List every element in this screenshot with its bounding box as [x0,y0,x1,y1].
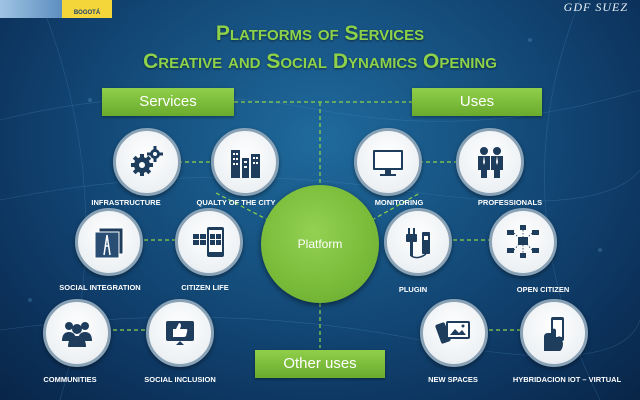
infrastructure-label: INFRASTRUCTURE [91,198,161,207]
monitoring-node [354,128,422,196]
quality-city-node [211,128,279,196]
title-line-1: Platforms of Services [215,22,425,45]
monitoring-label: MONITORING [374,198,424,207]
business-people-icon [478,147,503,178]
mobile-devices-icon [435,321,470,344]
plugin-node [384,208,452,276]
monitor-icon [373,150,403,176]
infrastructure-node [113,128,181,196]
gears-icon [131,146,163,176]
professionals-node [456,128,524,196]
new-spaces-node [420,299,488,367]
gdf-suez-logo: GDF SUEZ [563,0,628,14]
quality-city-label: QUALTY OF THE CITY [196,198,276,207]
social-integration-label: SOCIAL INTEGRATION [59,283,141,292]
uses-banner: Uses [412,88,542,116]
hybridacion-node [520,299,588,367]
citizen-life-label: CITIZEN LIFE [181,283,229,292]
header-logo-strip [0,0,62,18]
eiffel-tower-photo-icon [94,227,124,259]
services-banner: Services [102,88,234,116]
title-line-2: Creative and Social Dynamics Opening [143,50,497,73]
people-group-icon [62,322,92,347]
communities-node [43,299,111,367]
plug-icon [406,228,430,259]
communities-label: COMMUNITIES [43,375,97,384]
new-spaces-label: NEW SPACES [428,375,478,384]
open-citizen-node [489,208,557,276]
tablet-grid-icon [193,227,224,257]
thumbs-up-icon [166,321,194,345]
other-uses-banner: Other uses [255,350,385,378]
hand-phone-icon [544,317,564,351]
professionals-label: PROFESSIONALS [477,198,543,207]
network-devices-icon [507,225,539,258]
open-citizen-label: OPEN CITIZEN [516,285,570,294]
social-inclusion-label: SOCIAL INCLUSION [144,375,216,384]
citizen-life-node [175,208,243,276]
bogota-logo: BOGOTÁ [62,0,112,18]
social-integration-node [75,208,143,276]
social-inclusion-node [146,299,214,367]
platform-center: Platform [261,185,379,303]
plugin-label: PLUGIN [398,285,428,294]
buildings-icon [231,150,260,178]
hybridacion-label: HYBRIDACION IOT – VIRTUAL [512,375,622,384]
